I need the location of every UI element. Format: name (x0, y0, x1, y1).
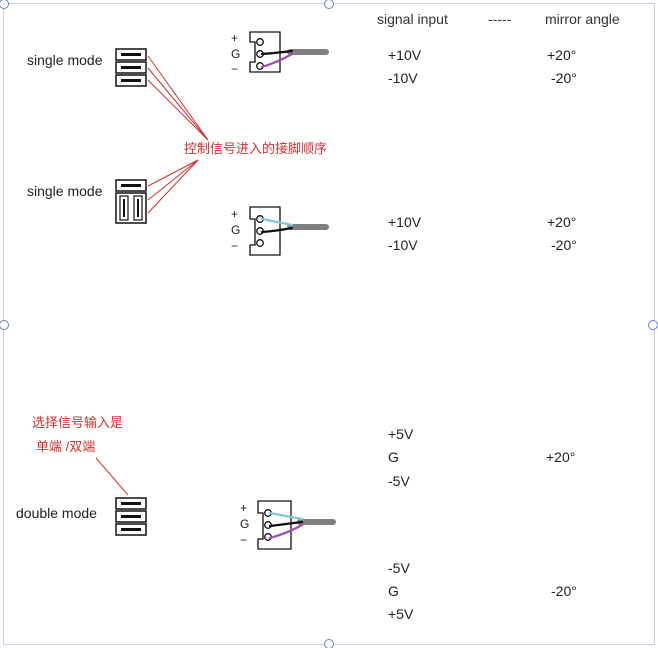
section2-angle-0: +20° (547, 214, 577, 230)
section1-input-1: -10V (388, 70, 418, 86)
connector-1-wires (260, 49, 329, 69)
header-dashes: ----- (488, 11, 512, 27)
section3-group1-input-1: G (388, 449, 399, 465)
mode-label-single-bottom: single mode (27, 183, 103, 199)
header-mirror-angle: mirror angle (545, 11, 620, 27)
section1-input-0: +10V (388, 47, 422, 63)
connector-1-ground-label: G (231, 47, 241, 61)
selection-handle-top-left[interactable] (0, 0, 9, 9)
connector-1-plus-label: + (231, 31, 239, 45)
connector-2-minus-label: − (231, 239, 239, 253)
pin-order-leader-lines (147, 55, 209, 214)
connector-3-minus-label: − (240, 533, 248, 547)
mode-label-double: double mode (16, 505, 97, 521)
header-signal-input: signal input (377, 11, 448, 27)
section3-group2-input-1: G (388, 583, 399, 599)
section2-input-0: +10V (388, 214, 422, 230)
section3-group1-angle: +20° (546, 449, 576, 465)
selection-handle-top[interactable] (324, 0, 334, 9)
connector-2-ground-label: G (231, 223, 241, 237)
annotation-pin-order: 控制信号进入的接脚顺序 (184, 141, 328, 156)
selection-handle-right[interactable] (648, 320, 658, 330)
mode-label-single-top: single mode (27, 52, 103, 68)
jumper-block-single-bottom (115, 179, 147, 224)
section3-group1-input-2: -5V (388, 473, 410, 489)
selection-handle-bottom[interactable] (324, 639, 334, 648)
connector-2-wires (260, 217, 329, 234)
select-leader-line (95, 457, 129, 496)
connector-3-ground-label: G (240, 517, 250, 531)
annotation-select-line2: 单端 /双端 (36, 439, 96, 454)
jumper-block-double (115, 497, 147, 536)
section3-group2-input-2: +5V (388, 606, 414, 622)
section1-angle-1: -20° (551, 70, 577, 86)
section3-group2-input-0: -5V (388, 560, 410, 576)
connector-3-wires (268, 511, 336, 540)
jumper-block-single-top (115, 48, 147, 87)
connector-2-plus-label: + (231, 207, 239, 221)
section3-group2-angle: -20° (551, 583, 577, 599)
section3-group1-input-0: +5V (388, 426, 414, 442)
selection-handle-left[interactable] (0, 320, 9, 330)
section2-angle-1: -20° (551, 237, 577, 253)
connector-1 (249, 31, 281, 73)
connector-1-minus-label: − (231, 62, 239, 76)
annotation-select-line1: 选择信号输入是 (32, 415, 124, 430)
connector-3-plus-label: + (240, 501, 248, 515)
section2-input-1: -10V (388, 237, 418, 253)
section1-angle-0: +20° (547, 47, 577, 63)
selection-frame (3, 3, 655, 645)
